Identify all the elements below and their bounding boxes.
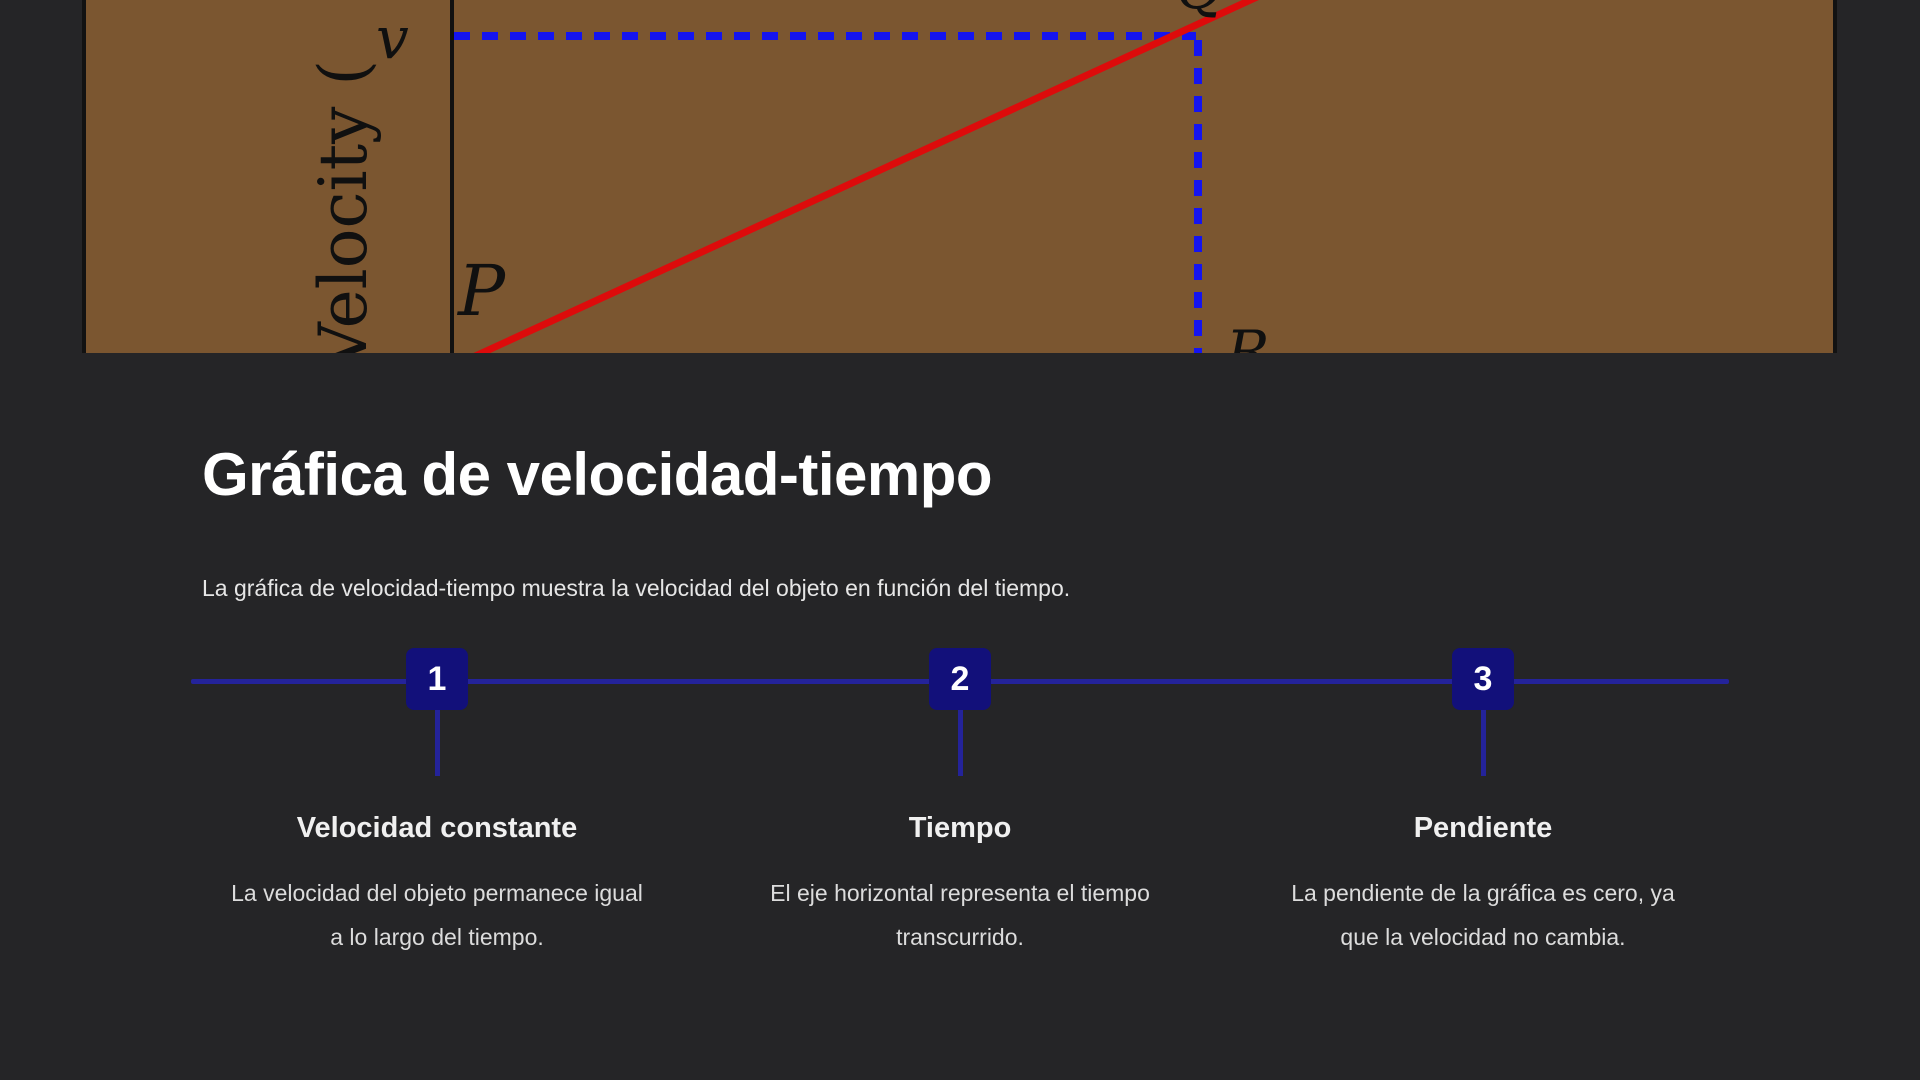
step-title: Pendiente [1413, 812, 1553, 844]
y-axis-label: Velocity ( [305, 60, 382, 353]
velocity-line [473, 0, 1259, 353]
step-description: La velocidad del objeto permanece igual … [231, 880, 643, 950]
r-label: R [1225, 318, 1270, 353]
v-label: v [376, 4, 409, 72]
step-number-badge: 1 [406, 648, 468, 710]
step-connector [434, 710, 440, 776]
page-subtitle: La gráfica de velocidad-tiempo muestra l… [202, 575, 1071, 601]
step-number-badge: 2 [929, 648, 991, 710]
step-title: Velocidad constante [296, 812, 578, 844]
step-number-badge: 3 [1452, 648, 1514, 710]
velocity-time-plot: Velocity ( v P Q R [305, 0, 1270, 353]
q-label: Q [1176, 0, 1224, 22]
timeline-step-3: 3 Pendiente La pendiente de la gráfica e… [1253, 648, 1713, 959]
step-connector [1480, 710, 1486, 776]
p-label: P [456, 250, 507, 332]
timeline-step-1: 1 Velocidad constante La velocidad del o… [207, 648, 667, 959]
step-connector [957, 710, 963, 776]
step-title: Tiempo [908, 812, 1012, 844]
step-description: La pendiente de la gráfica es cero, ya q… [1291, 880, 1675, 950]
timeline-step-2: 2 Tiempo El eje horizontal representa el… [730, 648, 1190, 959]
step-description: El eje horizontal representa el tiempo t… [770, 880, 1150, 950]
velocity-time-figure: Velocity ( v P Q R [82, 0, 1837, 353]
page-title: Gráfica de velocidad-tiempo [202, 441, 993, 508]
